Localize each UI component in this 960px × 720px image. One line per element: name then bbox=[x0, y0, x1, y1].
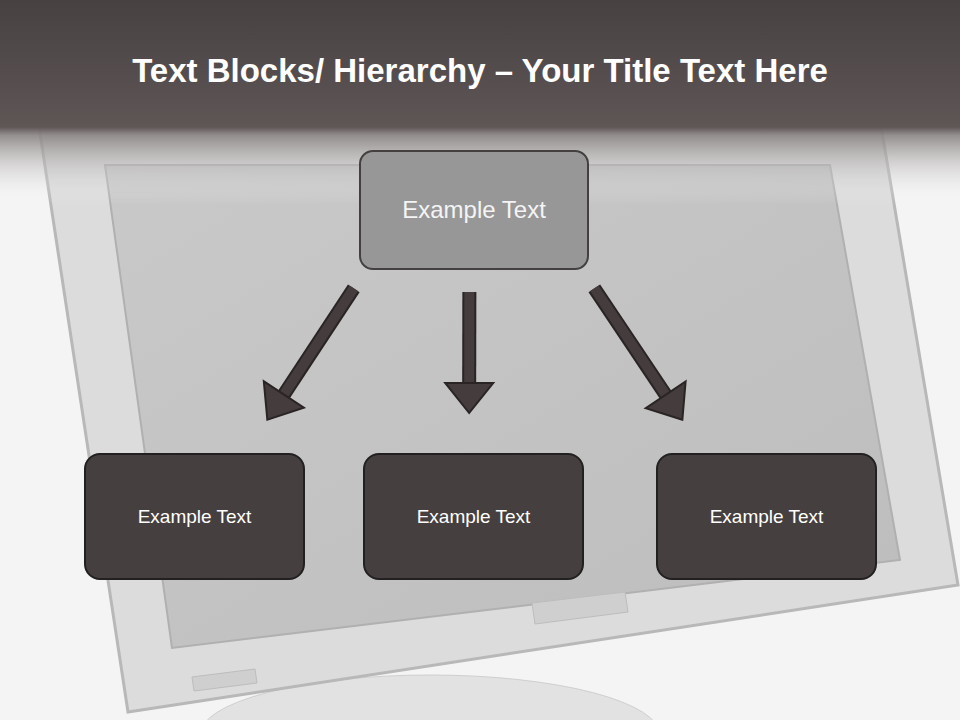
box-text: Example Text bbox=[402, 196, 546, 224]
parent-box: Example Text bbox=[359, 150, 589, 270]
arrow-shaft-outline bbox=[284, 288, 354, 394]
hierarchy-arrow bbox=[264, 288, 354, 419]
hierarchy-arrow bbox=[594, 288, 685, 419]
arrow-shaft-outline bbox=[594, 288, 665, 395]
child-box: Example Text bbox=[363, 453, 584, 580]
arrow-shaft-outline bbox=[462, 292, 476, 383]
arrow-head bbox=[264, 381, 304, 419]
box-text: Example Text bbox=[138, 506, 252, 528]
child-box: Example Text bbox=[84, 453, 305, 580]
arrow-head bbox=[646, 381, 686, 419]
monitor-frame bbox=[38, 120, 958, 712]
arrow-shaft bbox=[594, 288, 665, 395]
monitor-button bbox=[192, 669, 257, 691]
slide-title: Text Blocks/ Hierarchy – Your Title Text… bbox=[132, 52, 828, 89]
arrow-shaft bbox=[284, 288, 354, 394]
box-text: Example Text bbox=[417, 506, 531, 528]
box-text: Example Text bbox=[710, 506, 824, 528]
title-holder: Text Blocks/ Hierarchy – Your Title Text… bbox=[0, 52, 960, 90]
child-box: Example Text bbox=[656, 453, 877, 580]
monitor-button bbox=[532, 592, 628, 624]
hierarchy-arrow bbox=[445, 292, 493, 413]
arrow-shaft bbox=[464, 292, 474, 383]
arrow-head bbox=[445, 383, 493, 413]
